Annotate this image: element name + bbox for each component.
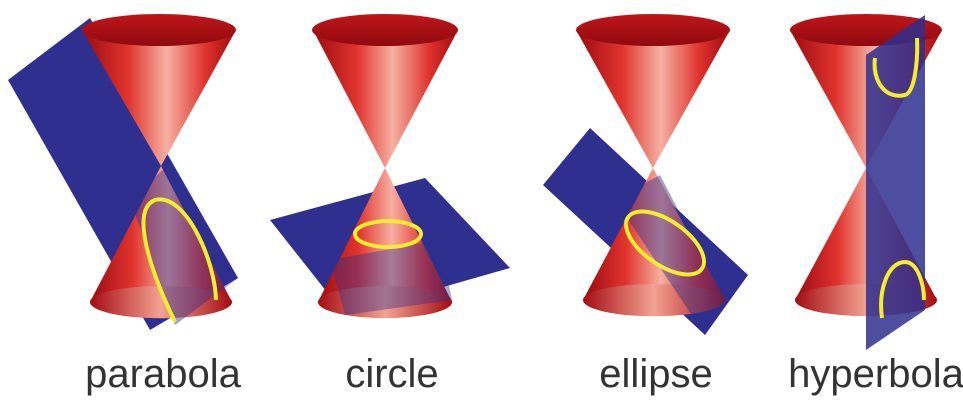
label-circle: circle: [345, 352, 439, 396]
label-hyperbola: hyperbola: [788, 352, 963, 396]
hyperbola-lower-branch: [879, 259, 926, 319]
parabola-upper-cone: [82, 30, 236, 166]
circle-top-cap: [312, 14, 458, 46]
circle-base: [318, 286, 452, 318]
circle-curve: [353, 219, 423, 249]
hyperbola-upper-branch: [872, 37, 920, 98]
parabola-plane-overlay: [130, 168, 238, 325]
hyperbola-figure: [790, 14, 942, 350]
label-ellipse: ellipse: [599, 352, 713, 396]
label-parabola: parabola: [85, 352, 241, 396]
circle-lower-cone: [318, 168, 452, 318]
ellipse-plane-overlay: [615, 175, 725, 335]
ellipse-base: [583, 284, 725, 316]
parabola-top-cap: [82, 14, 236, 46]
circle-plane-overlay: [330, 240, 452, 315]
ellipse-top-cap: [576, 14, 730, 46]
circle-upper-cone: [313, 30, 458, 168]
ellipse-curve: [624, 209, 706, 277]
parabola-base: [90, 286, 232, 318]
parabola-figure: [8, 14, 238, 330]
parabola-curve: [141, 197, 218, 323]
hyperbola-plane: [866, 15, 925, 350]
ellipse-figure: [543, 14, 748, 335]
ellipse-upper-cone: [576, 30, 730, 168]
circle-figure: [270, 14, 510, 318]
parabola-lower-cone: [90, 166, 232, 319]
ellipse-lower-cone: [583, 168, 725, 317]
